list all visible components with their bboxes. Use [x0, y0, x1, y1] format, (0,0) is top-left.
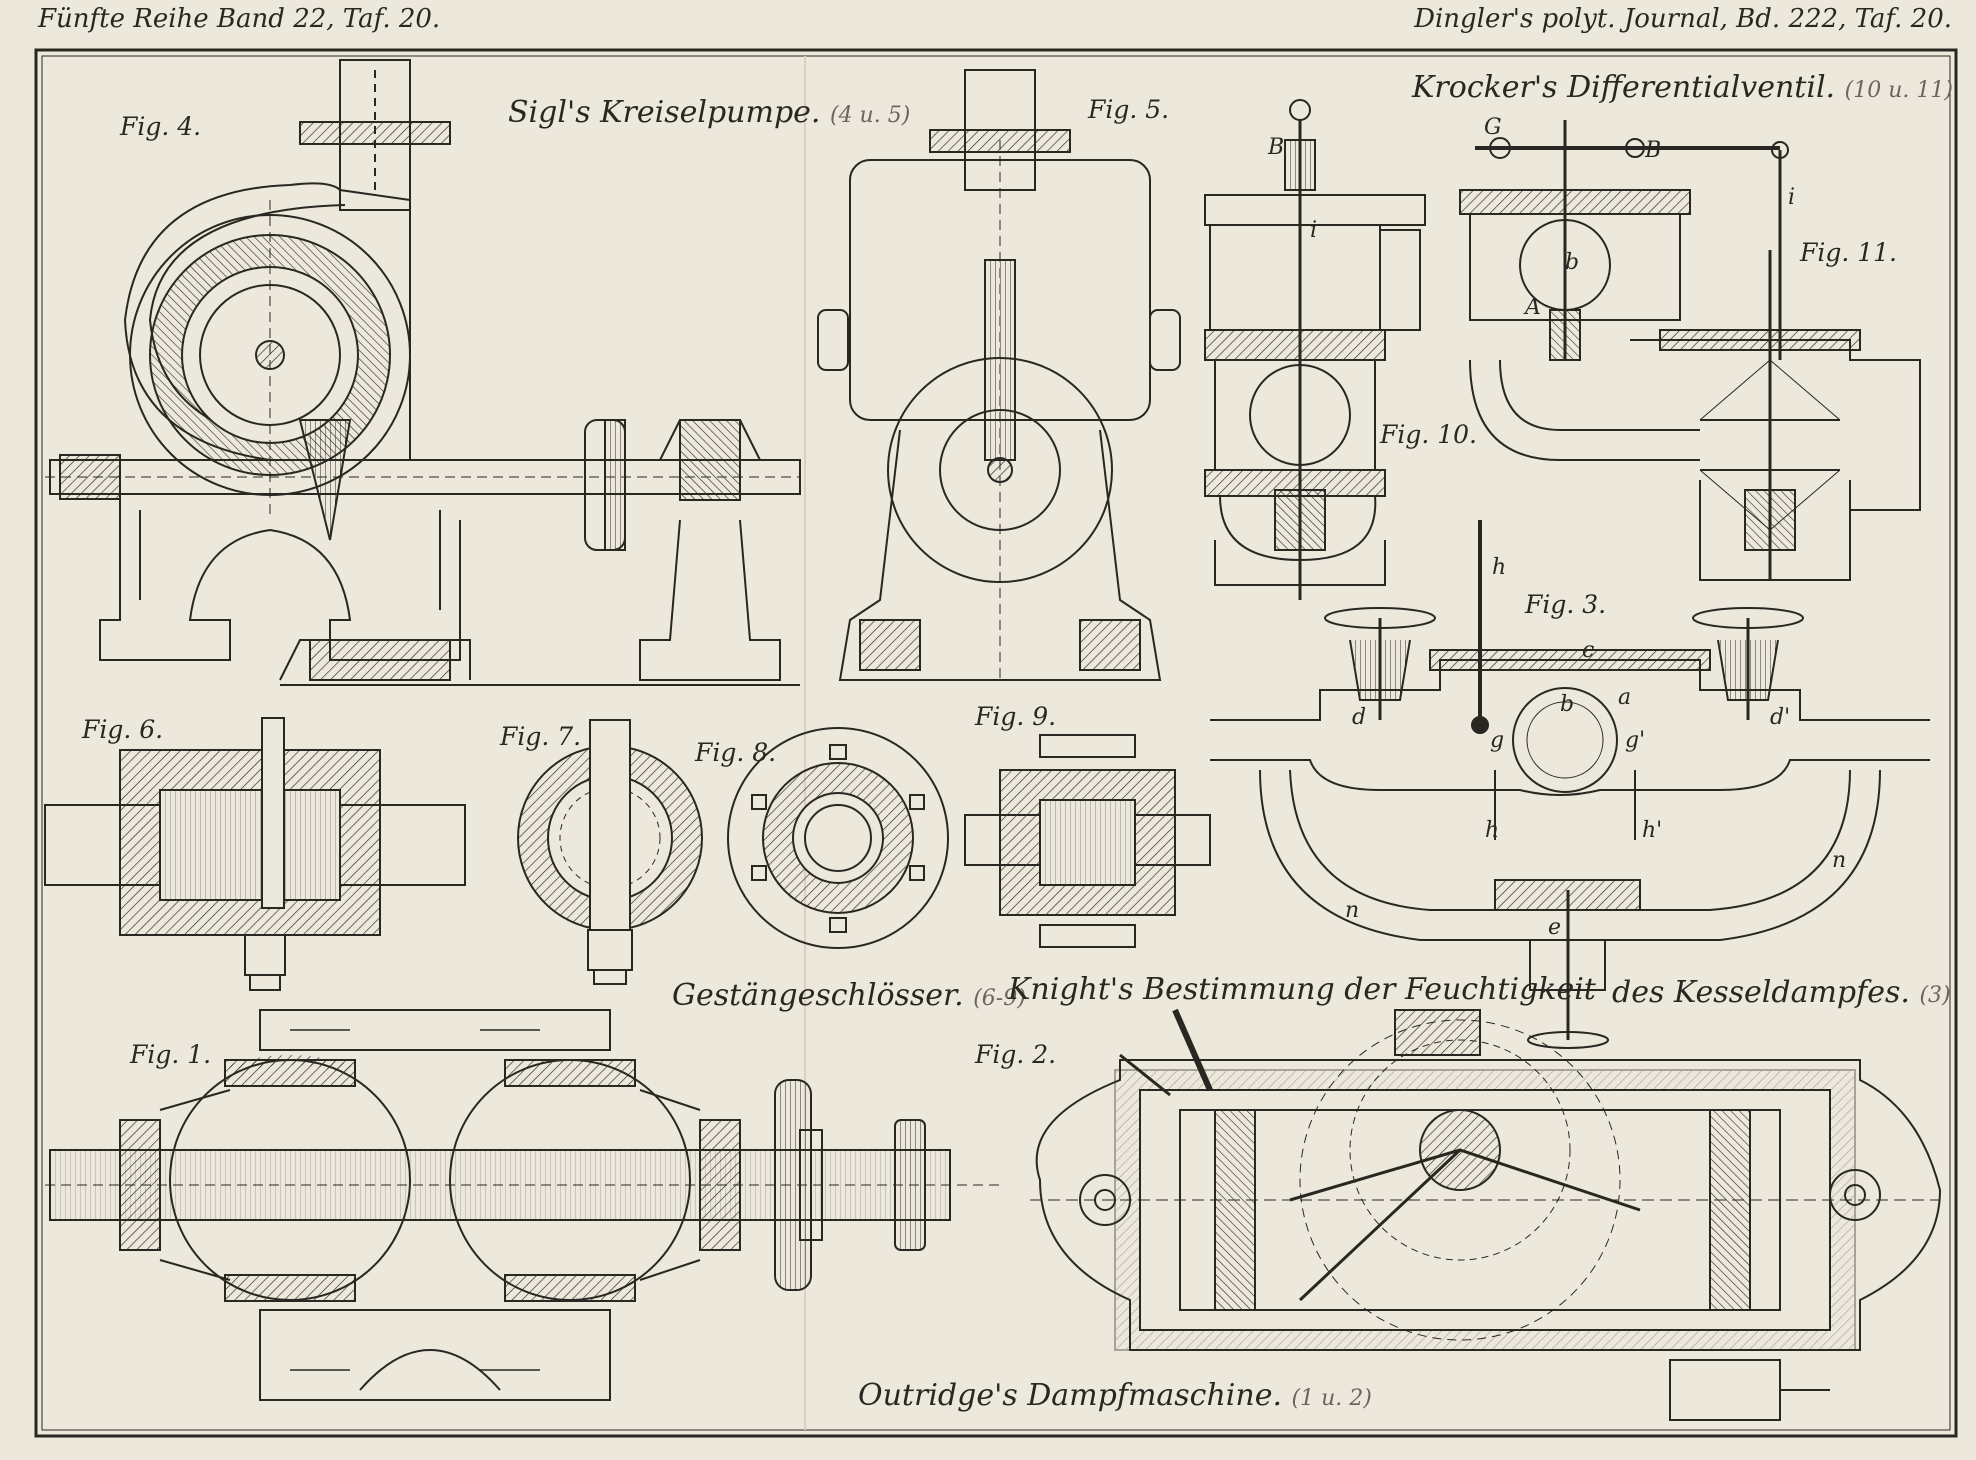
- title-krocker: Krocker's Differentialventil. (10 u. 11): [1412, 70, 1953, 105]
- part-letter-d: d: [1352, 705, 1367, 730]
- part-letter-n: n: [1832, 848, 1847, 873]
- part-letter-c: c: [1582, 638, 1595, 663]
- fig1-label: Fig. 1.: [130, 1040, 212, 1069]
- header-right: Dingler's polyt. Journal, Bd. 222, Taf. …: [1414, 4, 1952, 34]
- part-letter-b3: b: [1560, 692, 1575, 717]
- title-knight-cont: des Kesseldampfes. (3): [1612, 975, 1951, 1010]
- fig3-drawing: [1210, 520, 1930, 1049]
- title-outridge-sub: (1 u. 2): [1291, 1386, 1372, 1411]
- part-letter-b: b: [1565, 250, 1580, 275]
- fig8-drawing: [727, 727, 949, 949]
- fig8-label: Fig. 8.: [695, 738, 777, 767]
- part-letter-G: G: [1484, 115, 1502, 140]
- title-krocker-main: Krocker's Differentialventil.: [1412, 70, 1836, 105]
- title-sigl-main: Sigl's Kreiselpumpe.: [508, 95, 821, 130]
- part-letter-h: h: [1492, 555, 1507, 580]
- part-letter-a: a: [1618, 685, 1632, 710]
- fig7-drawing: [517, 719, 703, 985]
- title-sigl: Sigl's Kreiselpumpe. (4 u. 5): [508, 95, 910, 130]
- part-letter-e: e: [1548, 915, 1562, 940]
- part-letter-h-low: h: [1485, 818, 1500, 843]
- title-knight: Knight's Bestimmung der Feuchtigkeit: [1008, 972, 1596, 1007]
- part-letter-n2: n: [1345, 898, 1360, 923]
- fig6-label: Fig. 6.: [82, 715, 164, 744]
- part-letter-A: A: [1525, 295, 1541, 320]
- title-knight-sub: (3): [1919, 983, 1951, 1008]
- part-letter-i2: i: [1788, 185, 1796, 210]
- fig11-label: Fig. 11.: [1800, 238, 1897, 267]
- fig10-drawing: [1204, 99, 1426, 600]
- part-letter-d-prime: d': [1770, 705, 1791, 730]
- part-letter-g-prime: g': [1625, 728, 1646, 753]
- fig11-drawing: [1459, 120, 1921, 581]
- title-gestaenge: Gestängeschlösser. (6-9): [672, 978, 1026, 1013]
- part-letter-h-prime: h': [1642, 818, 1663, 843]
- fig9-label: Fig. 9.: [975, 702, 1057, 731]
- fig4-label: Fig. 4.: [120, 112, 202, 141]
- title-knight-main: Knight's Bestimmung der Feuchtigkeit: [1008, 972, 1596, 1007]
- fig4-drawing: [45, 59, 801, 686]
- plate-frame-inner: [41, 55, 1951, 1431]
- plate-frame: [34, 48, 1958, 1438]
- part-letter-B2: B: [1645, 138, 1662, 163]
- part-letter-B: B: [1268, 135, 1285, 160]
- title-krocker-sub: (10 u. 11): [1844, 78, 1953, 103]
- fig1-drawing: [45, 1009, 1000, 1401]
- fig10-label: Fig. 10.: [1380, 420, 1477, 449]
- fig7-label: Fig. 7.: [500, 722, 582, 751]
- part-letter-g: g: [1490, 728, 1505, 753]
- title-gestaenge-main: Gestängeschlösser.: [672, 978, 964, 1013]
- title-knight-main2: des Kesseldampfes.: [1612, 975, 1910, 1010]
- title-outridge-main: Outridge's Dampfmaschine.: [858, 1378, 1282, 1413]
- fig3-label: Fig. 3.: [1525, 590, 1607, 619]
- title-sigl-sub: (4 u. 5): [829, 103, 911, 128]
- fig2-drawing: [1030, 1008, 1942, 1421]
- title-outridge: Outridge's Dampfmaschine. (1 u. 2): [858, 1378, 1372, 1413]
- part-letter-i: i: [1310, 218, 1318, 243]
- fig6-drawing: [44, 717, 466, 991]
- title-gestaenge-sub: (6-9): [973, 986, 1026, 1011]
- fig9-drawing: [964, 734, 1211, 948]
- fig5-drawing: [817, 69, 1181, 681]
- header-left: Fünfte Reihe Band 22, Taf. 20.: [38, 4, 441, 34]
- fig5-label: Fig. 5.: [1088, 95, 1170, 124]
- fig2-label: Fig. 2.: [975, 1040, 1057, 1069]
